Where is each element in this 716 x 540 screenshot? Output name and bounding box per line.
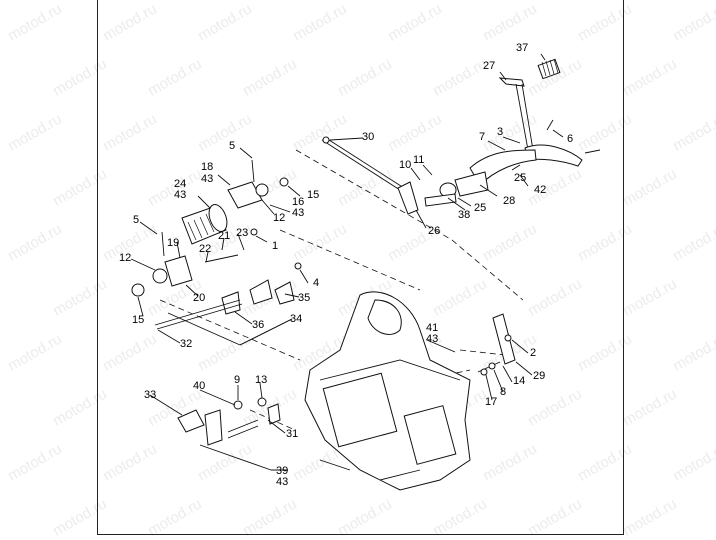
- callout-43-d: 43: [426, 333, 439, 345]
- shift-lever-assembly: [439, 58, 601, 198]
- callout-10: 10: [399, 159, 412, 171]
- callout-16: 16: [292, 196, 305, 208]
- callout-34: 34: [290, 313, 303, 325]
- callout-12-top: 12: [273, 212, 286, 224]
- callout-31: 31: [286, 428, 299, 440]
- callout-14: 14: [513, 375, 526, 387]
- shift-rod: [321, 136, 457, 215]
- callout-7: 7: [479, 131, 486, 143]
- callout-28: 28: [503, 195, 516, 207]
- callout-12-left: 12: [119, 252, 132, 264]
- callout-29: 29: [533, 370, 546, 382]
- callout-19: 19: [167, 237, 180, 249]
- callout-13: 13: [255, 374, 268, 386]
- callout-35: 35: [298, 292, 311, 304]
- callout-24: 24: [174, 178, 187, 190]
- callout-5-top: 5: [229, 140, 236, 152]
- callout-43-e: 43: [276, 476, 289, 488]
- callout-37: 37: [516, 42, 529, 54]
- callout-11: 11: [413, 154, 425, 166]
- callout-39: 39: [276, 465, 289, 477]
- callout-3: 3: [497, 126, 504, 138]
- callout-25-center: 25: [474, 202, 487, 214]
- shift-drum-assembly: [131, 159, 302, 330]
- callout-15-left: 15: [132, 314, 145, 326]
- callout-6: 6: [567, 133, 574, 145]
- callout-2: 2: [530, 347, 537, 359]
- callout-25-right: 25: [514, 172, 527, 184]
- callout-36: 36: [252, 319, 265, 331]
- callout-43-c: 43: [292, 207, 305, 219]
- callout-38: 38: [458, 209, 471, 221]
- callout-23: 23: [236, 227, 249, 239]
- callout-8: 8: [500, 386, 507, 398]
- callout-27: 27: [483, 60, 496, 72]
- callout-40: 40: [193, 380, 206, 392]
- callout-43-b: 43: [174, 189, 187, 201]
- detent-lever: [477, 313, 516, 376]
- leader-lines: [130, 53, 564, 471]
- callout-5-left: 5: [133, 214, 140, 226]
- callout-9: 9: [234, 374, 241, 386]
- callout-33: 33: [144, 389, 157, 401]
- transmission-housing: [304, 291, 471, 491]
- callout-17: 17: [485, 396, 498, 408]
- callout-42: 42: [534, 184, 547, 196]
- callout-1: 1: [272, 240, 279, 252]
- callout-32: 32: [180, 338, 193, 350]
- callout-15-top: 15: [307, 189, 320, 201]
- lower-shift-lever: [177, 397, 281, 446]
- callout-43-a: 43: [201, 173, 214, 185]
- callout-22: 22: [199, 243, 212, 255]
- callout-41: 41: [426, 322, 439, 334]
- callout-20: 20: [193, 292, 206, 304]
- callout-30: 30: [362, 131, 375, 143]
- callout-21: 21: [218, 230, 231, 242]
- callout-26: 26: [428, 225, 441, 237]
- diagram-frame: [97, 0, 624, 535]
- callout-4: 4: [313, 277, 320, 289]
- callout-18: 18: [201, 161, 214, 173]
